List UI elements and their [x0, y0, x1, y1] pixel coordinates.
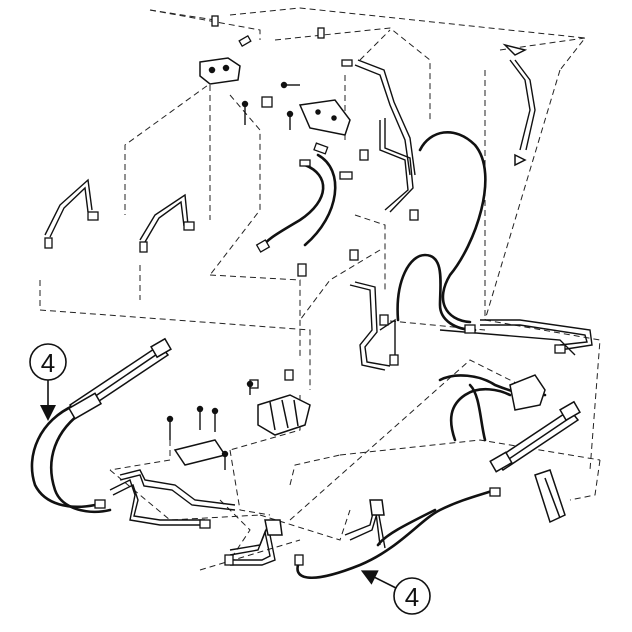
callout-arrow [360, 570, 397, 589]
fittings [44, 15, 566, 566]
bolts [166, 81, 300, 470]
callout-label: 4 [405, 582, 419, 612]
callout-label: 4 [41, 348, 55, 378]
dashed-reference-lines [39, 7, 601, 571]
flexible-hoses [30, 130, 547, 579]
valves-and-brackets [173, 43, 546, 536]
hydraulic-cylinders [67, 337, 581, 524]
callout-bottom: 4 [360, 570, 431, 615]
rigid-tubes [44, 59, 593, 566]
callout-circle [393, 577, 431, 615]
callout-left: 4 [29, 343, 67, 421]
